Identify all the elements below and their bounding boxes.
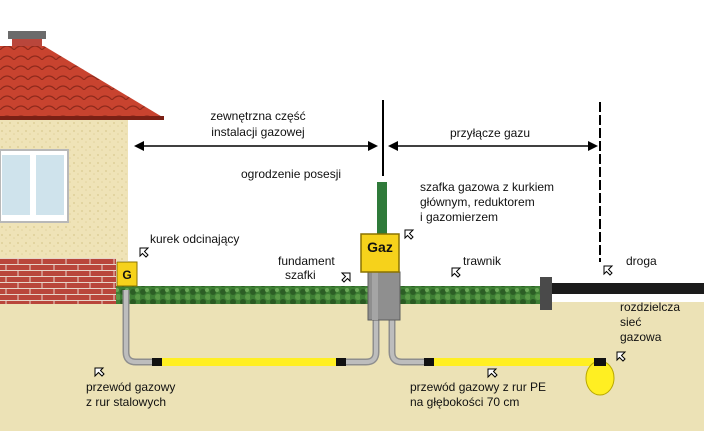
roof-edge	[0, 116, 164, 120]
pipe-coupling	[336, 358, 346, 366]
soil	[0, 302, 704, 431]
distribution-main	[585, 360, 615, 396]
cabinet-pipes	[346, 320, 426, 366]
label-foundation: fundament	[278, 254, 335, 268]
label-cabinet: szafka gazowa z kurkiem	[420, 180, 554, 194]
gas-cabinet	[360, 233, 400, 273]
pe-pipe	[434, 358, 594, 366]
label-inner-part: zewnętrzna część	[210, 109, 305, 123]
arrow-icon	[340, 272, 351, 283]
road	[548, 283, 704, 294]
label-cabinet: i gazomierzem	[420, 210, 498, 224]
road-curb	[540, 277, 552, 310]
arrow-icon	[94, 367, 105, 378]
label-foundation: szafki	[285, 268, 316, 282]
label-shutoff-valve: kurek odcinający	[150, 232, 239, 246]
main-tap	[594, 358, 606, 366]
fence-post	[377, 182, 387, 236]
label-network: gazowa	[620, 330, 662, 344]
label-connection: przyłącze gazu	[450, 126, 530, 140]
steel-pipe	[122, 290, 162, 366]
label-pe-pipe: na głębokości 70 cm	[410, 395, 519, 409]
house	[0, 31, 164, 304]
label-fence: ogrodzenie posesji	[241, 167, 341, 181]
arrow-icon	[487, 368, 498, 379]
dimension-lines	[134, 100, 601, 262]
arrow-icon	[603, 265, 614, 276]
pipe-coupling	[424, 358, 434, 366]
house-brick-base	[0, 258, 116, 304]
label-steel-pipe: przewód gazowy	[86, 380, 175, 394]
window-pane	[2, 155, 30, 215]
label-network: rozdzielcza	[620, 300, 680, 314]
label-steel-pipe: z rur stalowych	[86, 395, 166, 409]
label-road: droga	[626, 254, 657, 268]
arrow-icon	[404, 229, 415, 240]
pointer-arrows	[94, 229, 627, 379]
label-network: sieć	[620, 315, 641, 329]
label-lawn: trawnik	[463, 254, 502, 268]
valve-badge: G	[122, 268, 131, 282]
cabinet-badge: Gaz	[367, 239, 393, 255]
window-pane	[36, 155, 64, 215]
arrow-icon	[451, 267, 462, 278]
chimney-cap	[8, 31, 46, 39]
pe-pipe	[162, 358, 338, 366]
roof	[0, 46, 164, 118]
label-pe-pipe: przewód gazowy z rur PE	[410, 380, 546, 394]
shutoff-valve	[116, 261, 138, 287]
arrow-icon	[139, 247, 150, 258]
arrow-icon	[616, 351, 627, 362]
label-inner-part: instalacji gazowej	[211, 125, 304, 139]
label-cabinet: głównym, reduktorem	[420, 195, 535, 209]
grass-strip	[108, 286, 544, 304]
